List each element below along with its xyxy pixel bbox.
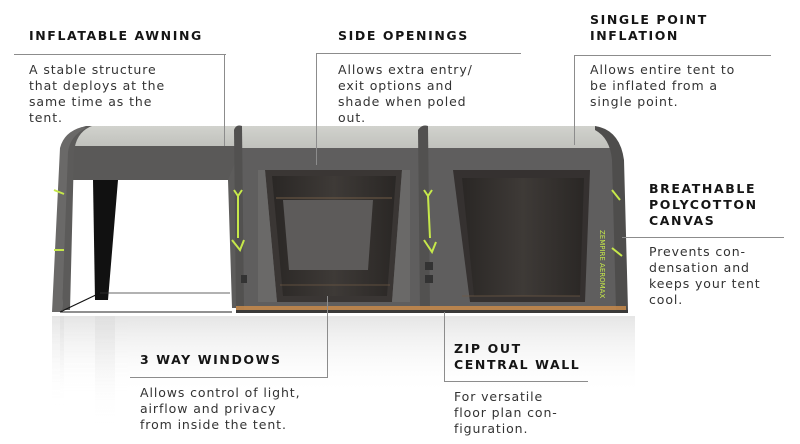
callout-line-side-v	[316, 53, 318, 165]
callout-line-inflation-h	[575, 55, 771, 57]
callout-title-line: ZIP OUT	[454, 341, 522, 356]
callout-line-inflation-v	[574, 55, 576, 145]
callout-desc-single-point-inflation: Allows entire tent to be inflated from a…	[590, 62, 736, 109]
callout-title-single-point-inflation: SINGLE POINT INFLATION	[590, 12, 708, 44]
ground-reflection	[52, 316, 635, 426]
callout-title-line: CANVAS	[649, 213, 716, 228]
callout-title-inflatable-awning: INFLATABLE AWNING	[29, 28, 203, 43]
callout-title-line: POLYCOTTON	[649, 197, 758, 212]
callout-desc-zip-out-central-wall: For versatile floor plan con- figuration…	[454, 389, 558, 436]
callout-title-line: CENTRAL WALL	[454, 357, 581, 372]
callout-title-line: SINGLE POINT	[590, 12, 708, 27]
callout-line-wall-v	[444, 312, 446, 382]
callout-title-3-way-windows: 3 WAY WINDOWS	[140, 352, 282, 367]
callout-line-awning-h	[14, 54, 226, 56]
callout-line-side-h	[317, 53, 521, 55]
awning-section	[52, 126, 240, 313]
accent-straps	[53, 189, 623, 257]
callout-line-canvas-h	[622, 237, 784, 239]
callout-desc-3-way-windows: Allows control of light, airflow and pri…	[140, 385, 301, 432]
callout-desc-side-openings: Allows extra entry/ exit options and sha…	[338, 62, 473, 125]
callout-title-line: BREATHABLE	[649, 181, 757, 196]
svg-text:ZEMPIRE AEROMAX: ZEMPIRE AEROMAX	[598, 230, 606, 298]
callout-title-line: INFLATION	[590, 28, 679, 43]
callout-desc-inflatable-awning: A stable structure that deploys at the s…	[29, 62, 166, 125]
callout-line-awning-v	[224, 54, 226, 146]
callout-line-wall-h	[445, 381, 588, 383]
callout-line-windows-h	[130, 377, 328, 379]
callout-title-breathable-polycotton-canvas: BREATHABLE POLYCOTTON CANVAS	[649, 181, 758, 229]
callout-line-windows-v	[327, 296, 329, 378]
callout-desc-breathable-polycotton-canvas: Prevents con- densation and keeps your t…	[649, 244, 761, 307]
callout-title-zip-out-central-wall: ZIP OUT CENTRAL WALL	[454, 341, 580, 373]
callout-title-side-openings: SIDE OPENINGS	[338, 28, 469, 43]
